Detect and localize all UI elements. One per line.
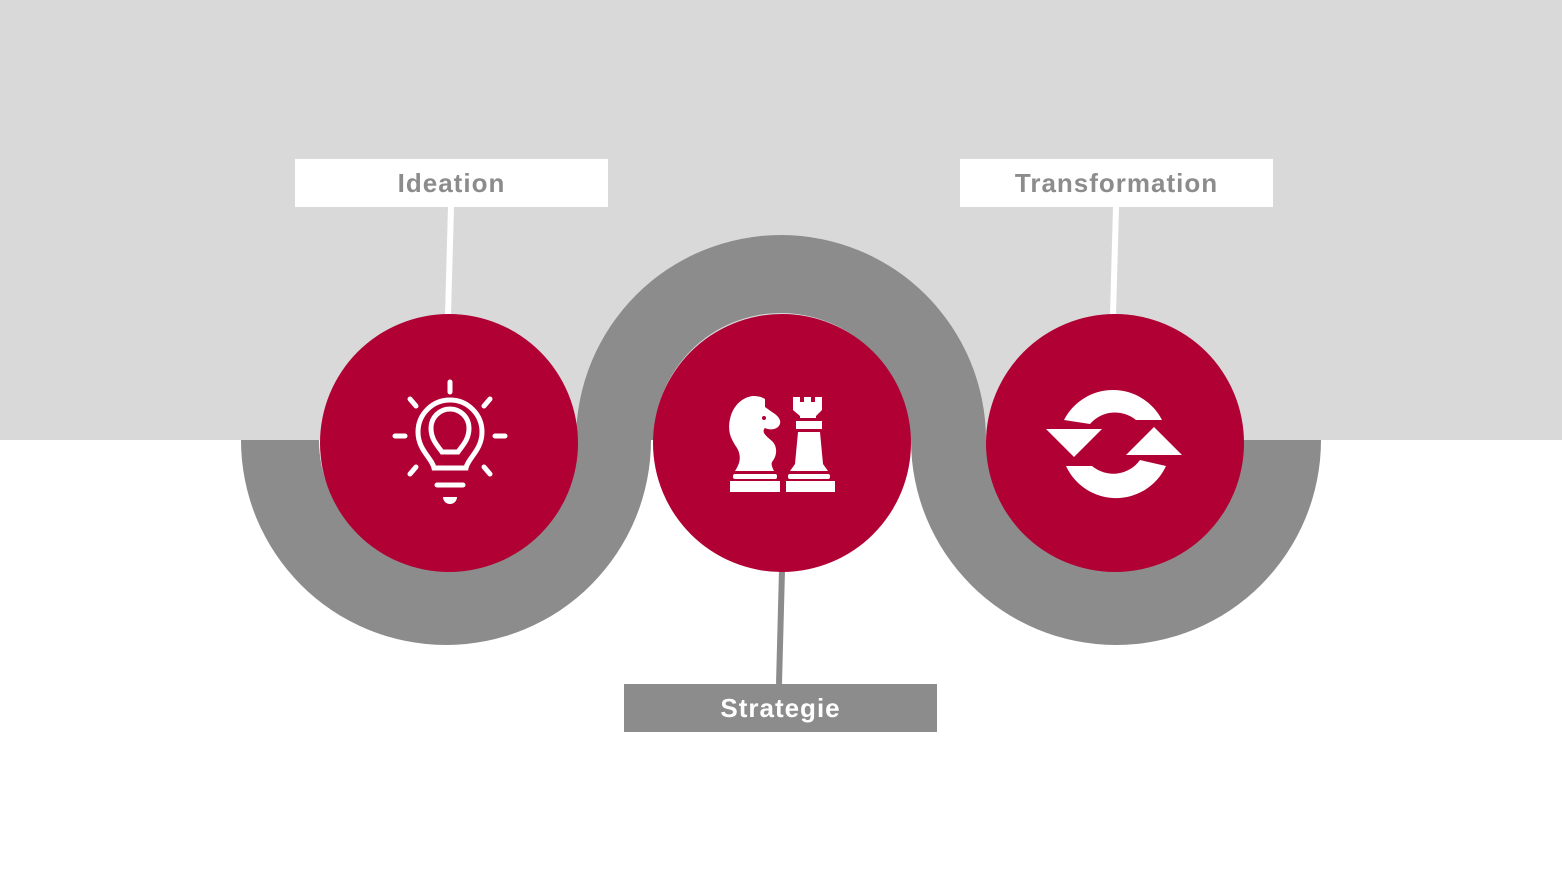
lightbulb-icon: [392, 379, 508, 504]
node-transformation: [986, 314, 1244, 572]
label-ideation: Ideation: [295, 159, 608, 207]
leader-lines: [445, 206, 1119, 685]
label-strategie: Strategie: [624, 684, 937, 732]
label-transformation: Transformation: [960, 159, 1273, 207]
node-ideation: [320, 314, 578, 572]
leader-line-ideation: [445, 206, 454, 316]
node-strategie: [653, 314, 911, 572]
connector-arc-right: [911, 440, 1321, 645]
connector-arc-left: [241, 440, 651, 645]
label-strategie-text: Strategie: [720, 692, 841, 723]
connector-arc-middle: [576, 235, 986, 440]
label-ideation-text: Ideation: [397, 167, 506, 198]
leader-line-transformation: [1110, 206, 1119, 316]
nodes: [320, 314, 1244, 572]
label-transformation-text: Transformation: [1014, 167, 1219, 198]
leader-line-strategie: [776, 569, 785, 685]
refresh-arrows-icon: [1046, 389, 1182, 499]
chess-pieces-icon: [729, 396, 835, 492]
connector-arcs: [241, 235, 1321, 645]
